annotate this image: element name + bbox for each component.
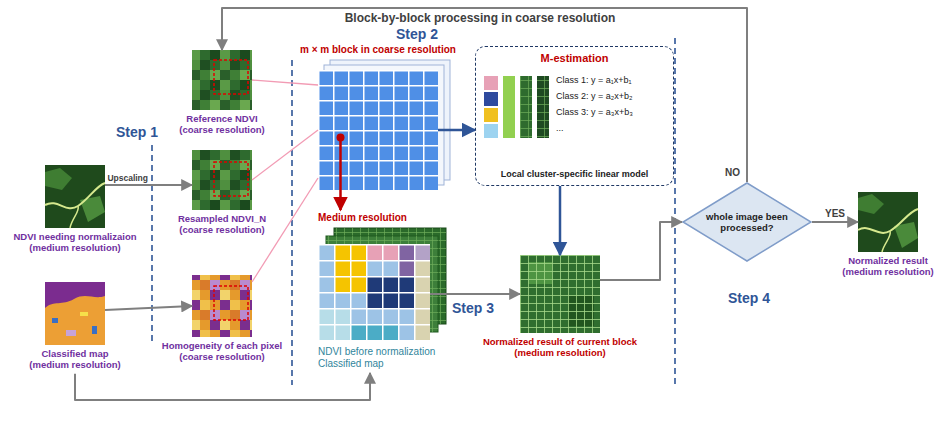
m-estimation-box: M-estimationClass 1: y = a₁x+b₁ Class 2: … xyxy=(475,46,674,186)
model-text: ... xyxy=(556,123,564,134)
class-swatch xyxy=(484,124,498,138)
class-region xyxy=(52,318,58,323)
step-divider xyxy=(151,145,153,345)
loop-title: Block-by-block processing in coarse reso… xyxy=(345,11,616,25)
ndvi-image: NDVI needing normalizaion (medium resolu… xyxy=(45,165,105,228)
grid-caption: NDVI before normalization xyxy=(318,346,435,358)
model-text: Local cluster-specific linear model xyxy=(501,169,649,180)
classified-map-image: Classified map (medium resolution) xyxy=(45,282,105,345)
ndvi-bar xyxy=(503,76,515,138)
medium-resolution-grid: Medium resolutionNDVI before normalizati… xyxy=(318,244,430,340)
result-picture xyxy=(520,255,600,333)
connector xyxy=(600,222,682,280)
image-caption: Resampled NDVI_N (coarse resolution) xyxy=(177,213,268,236)
class-swatch xyxy=(484,92,498,106)
coarse-block-grid: m × m block in coarse resolution xyxy=(318,70,438,190)
classified-picture xyxy=(45,282,105,345)
block-frame xyxy=(214,60,248,94)
homogeneity-image: Homogeneity of each pixel (coarse resolu… xyxy=(192,275,252,337)
resampled-ndvi-image: Resampled NDVI_N (coarse resolution) xyxy=(192,150,252,210)
ndvi-bar xyxy=(520,76,532,138)
edge-label: NO xyxy=(723,167,742,179)
grid-caption: Medium resolution xyxy=(318,212,407,224)
model-text: Class 3: y = a₃x+b₃ xyxy=(556,107,633,118)
field-lines xyxy=(520,255,600,333)
connector xyxy=(252,80,318,85)
image-caption: Reference NDVI (coarse resolution) xyxy=(178,113,266,136)
grid-lines xyxy=(318,70,438,190)
step-label: Step 1 xyxy=(116,124,158,141)
diamond-shape xyxy=(683,183,811,261)
coarse-grid xyxy=(318,70,438,190)
class-swatch xyxy=(484,108,498,122)
connector xyxy=(812,221,858,223)
class-region xyxy=(45,282,105,308)
vegetation-patch xyxy=(80,196,105,222)
image-caption: Normalized result (medium resolution) xyxy=(841,255,935,278)
edge-label: YES xyxy=(823,208,847,220)
edge-label: Upscaling xyxy=(105,173,150,183)
connector xyxy=(75,373,370,400)
model-text: Class 1: y = a₁x+b₁ xyxy=(556,75,632,86)
model-text: Class 2: y = a₂x+b₂ xyxy=(556,91,633,102)
class-region xyxy=(80,312,88,316)
step-divider xyxy=(291,60,293,385)
block-frame xyxy=(214,286,248,320)
image-caption: Normalized result of current block (medi… xyxy=(482,336,639,359)
river xyxy=(45,183,105,208)
coarse-ndvi-picture xyxy=(192,150,252,210)
connector xyxy=(559,186,562,255)
connector xyxy=(339,190,342,210)
decision-text: whole image been processed? xyxy=(702,211,792,234)
grid-caption: Classified map xyxy=(318,358,384,370)
block-caption: m × m block in coarse resolution xyxy=(300,44,456,56)
ndvi-bar xyxy=(520,76,532,138)
river xyxy=(882,231,890,252)
block-frame xyxy=(214,162,248,196)
connector xyxy=(105,184,192,186)
model-text: M-estimation xyxy=(476,52,673,65)
image-caption: Homogeneity of each pixel (coarse resolu… xyxy=(161,340,284,363)
connector xyxy=(252,130,318,180)
grid-lines xyxy=(318,244,430,340)
river xyxy=(70,206,78,228)
step-label: Step 2 xyxy=(396,26,438,43)
image-caption: NDVI needing normalizaion (medium resolu… xyxy=(13,231,138,254)
reference-ndvi-image: Reference NDVI (coarse resolution) xyxy=(192,50,252,110)
ndvi-bar xyxy=(537,76,549,138)
step-divider xyxy=(674,38,676,385)
connector xyxy=(438,129,475,132)
step-label: Step 4 xyxy=(728,290,770,307)
class-region xyxy=(92,326,97,334)
vegetation-patch xyxy=(45,168,72,190)
image-caption: Classified map (medium resolution) xyxy=(28,348,122,371)
current-block-result: Normalized result of current block (medi… xyxy=(520,255,600,333)
pixel-pointer xyxy=(339,138,342,191)
connector xyxy=(105,306,192,310)
pixel-dot xyxy=(337,134,345,142)
step-label: Step 3 xyxy=(452,300,494,317)
homogeneity-picture xyxy=(192,275,252,337)
class-cells xyxy=(318,244,430,340)
ndvi-bar xyxy=(537,76,549,138)
connector xyxy=(222,8,747,182)
class-region xyxy=(66,330,76,336)
vegetation-patch xyxy=(858,194,884,214)
final-picture xyxy=(858,192,918,252)
ndvi-picture xyxy=(45,165,105,228)
final-result-image: Normalized result (medium resolution) xyxy=(858,192,918,252)
class-swatch xyxy=(484,76,498,90)
decision-diamond: whole image been processed? xyxy=(682,182,812,262)
coarse-ndvi-picture xyxy=(192,50,252,110)
connector xyxy=(430,293,520,295)
river xyxy=(858,209,918,233)
